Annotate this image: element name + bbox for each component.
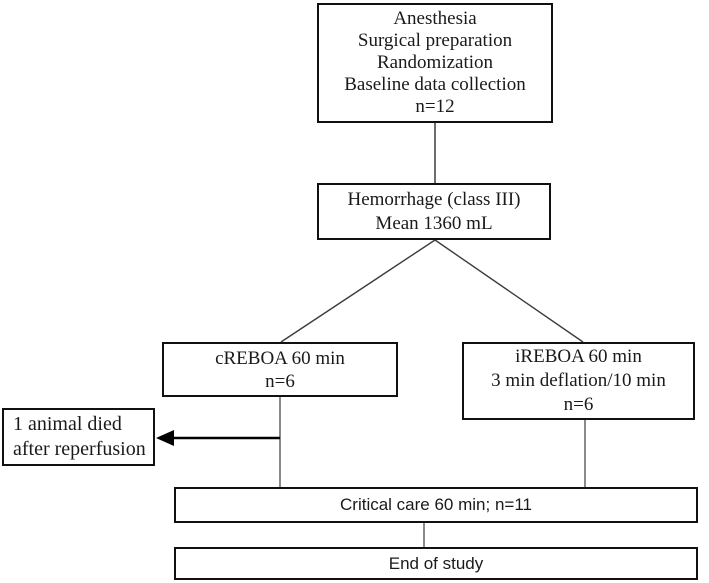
enrollment-sample-size: n=12 [415, 96, 455, 117]
ireboa-sample-size: n=6 [563, 394, 594, 415]
box-death-note: 1 animal died after reperfusion [2, 408, 155, 466]
enrollment-line-1: Anesthesia [393, 8, 477, 29]
end-of-study-label: End of study [388, 553, 484, 573]
death-note-line-2: after reperfusion [13, 438, 146, 460]
box-creboa: cREBOA 60 min n=6 [162, 342, 398, 397]
box-ireboa: iREBOA 60 min 3 min deflation/10 min n=6 [462, 342, 695, 420]
enrollment-line-3: Randomization [376, 52, 494, 73]
hemorrhage-line-1: Hemorrhage (class III) [347, 188, 521, 210]
box-hemorrhage: Hemorrhage (class III) Mean 1360 mL [317, 183, 551, 240]
connector-hemorrhage-creboa [280, 239, 436, 343]
arrow-left-icon [156, 430, 174, 446]
ireboa-line-2: 3 min deflation/10 min [491, 370, 666, 391]
hemorrhage-line-2: Mean 1360 mL [375, 212, 493, 234]
enrollment-line-2: Surgical preparation [357, 30, 513, 51]
box-enrollment: Anesthesia Surgical preparation Randomiz… [317, 3, 553, 123]
creboa-line-1: cREBOA 60 min [215, 347, 345, 369]
enrollment-line-4: Baseline data collection [344, 74, 526, 95]
death-note-line-1: 1 animal died [13, 413, 122, 435]
critical-care-label: Critical care 60 min; n=11 [340, 495, 532, 514]
death-arrow [156, 430, 280, 446]
ireboa-line-1: iREBOA 60 min [515, 346, 642, 367]
box-end-of-study: End of study [174, 547, 698, 580]
box-critical-care: Critical care 60 min; n=11 [174, 487, 698, 523]
connector-hemorrhage-ireboa [434, 239, 584, 343]
creboa-sample-size: n=6 [265, 370, 295, 392]
